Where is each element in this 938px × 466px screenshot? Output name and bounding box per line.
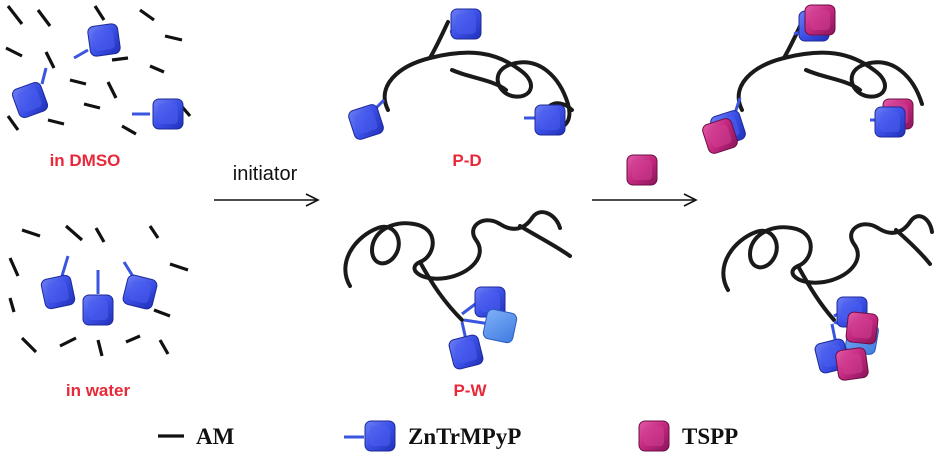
zn-porphyrin-cube bbox=[534, 104, 566, 136]
pd-label: P-D bbox=[452, 151, 481, 170]
am-legend-label: AM bbox=[196, 424, 235, 449]
zn-porphyrin-cube bbox=[39, 273, 77, 311]
tspp-addition-arrow bbox=[592, 154, 698, 207]
initiator-label: initiator bbox=[233, 163, 298, 185]
zn-porphyrin-cube bbox=[121, 273, 159, 311]
pd-tspp-complex bbox=[700, 4, 924, 156]
pw-polymer: P-W bbox=[343, 210, 572, 400]
zn-porphyrin-cube bbox=[82, 294, 114, 326]
pd-polymer: P-D bbox=[346, 8, 574, 170]
dmso-label: in DMSO bbox=[50, 151, 121, 170]
zn-porphyrin-cube bbox=[874, 106, 906, 138]
water-panel: in water bbox=[8, 224, 189, 400]
zn-legend-icon bbox=[364, 420, 396, 452]
zn-porphyrin-cube bbox=[152, 98, 184, 130]
dmso-panel: in DMSO bbox=[5, 5, 192, 170]
initiator-arrow: initiator bbox=[214, 163, 320, 207]
zn-porphyrin-cube bbox=[346, 102, 386, 142]
am-monomers-water bbox=[8, 224, 189, 357]
pw-tspp-complex bbox=[721, 214, 934, 382]
tspp-cube bbox=[834, 346, 870, 382]
am-monomers-dmso bbox=[5, 5, 192, 136]
zn-legend-label: ZnTrMPyP bbox=[408, 424, 521, 449]
zn-porphyrin-cube bbox=[447, 333, 485, 371]
water-label: in water bbox=[66, 381, 131, 400]
tspp-legend-icon bbox=[638, 420, 670, 452]
legend: AM ZnTrMPyP TSPP bbox=[158, 420, 738, 452]
tspp-cube bbox=[626, 154, 658, 186]
tspp-cube bbox=[804, 4, 836, 36]
tspp-legend-label: TSPP bbox=[682, 424, 738, 449]
zn-porphyrin-cube bbox=[481, 307, 519, 345]
pw-label: P-W bbox=[453, 381, 487, 400]
zn-porphyrin-cube bbox=[450, 8, 482, 40]
zn-porphyrin-cube bbox=[10, 80, 50, 120]
tspp-cube bbox=[845, 311, 879, 345]
zn-porphyrin-cube bbox=[86, 22, 122, 58]
